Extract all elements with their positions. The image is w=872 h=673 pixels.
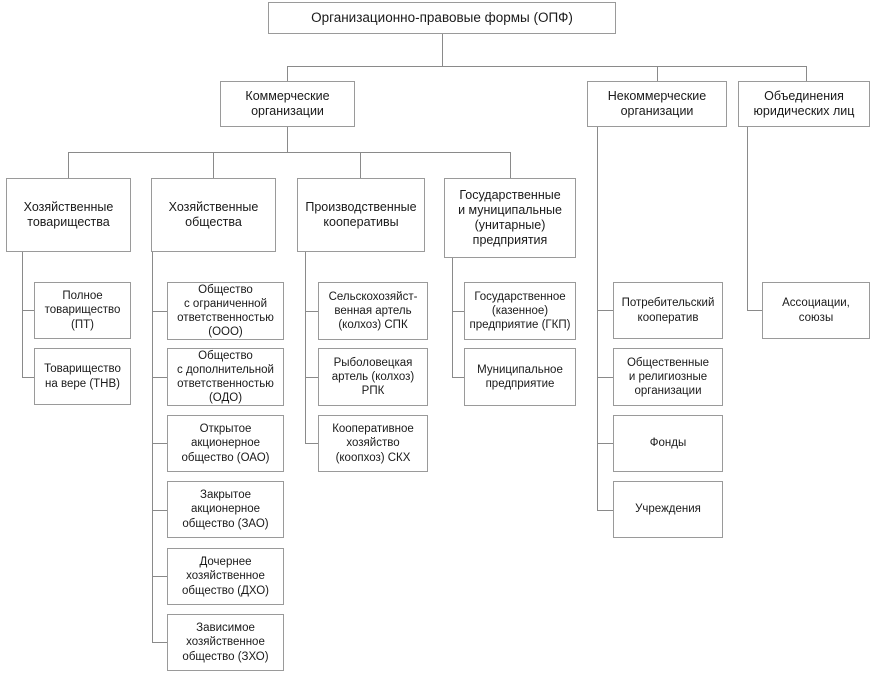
node-production-cooperatives-label: Производственные кооперативы: [305, 199, 417, 229]
node-business-partnerships[interactable]: Хозяйственные товарищества: [6, 178, 131, 252]
node-unitary-enterprises[interactable]: Государственные и муниципальные (унитарн…: [444, 178, 576, 258]
node-associations-unions[interactable]: Ассоциации, союзы: [762, 282, 870, 339]
node-zao-label: Закрытое акционерное общество (ЗАО): [182, 489, 269, 530]
connector-stub-companies-3: [152, 443, 167, 444]
node-dho-label: Дочернее хозяйственное общество (ДХО): [182, 556, 269, 597]
node-odo-label: Общество с дополнительной ответственност…: [177, 349, 274, 405]
connector-stub-companies-4: [152, 510, 167, 511]
node-institutions-label: Учреждения: [635, 503, 701, 516]
node-municipal-enterprise-label: Муниципальное предприятие: [477, 363, 563, 390]
node-ooo-label: Общество с ограниченной ответственностью…: [177, 283, 274, 339]
connector-spine-partnerships: [22, 252, 23, 378]
connector-spine-companies: [152, 252, 153, 642]
connector-stub-cooperatives-3: [305, 443, 318, 444]
connector-level2-bar: [287, 66, 807, 67]
connector-stub-companies-5: [152, 576, 167, 577]
connector-drop-partnerships: [68, 152, 69, 178]
connector-spine-noncommercial: [597, 127, 598, 511]
node-consumer-cooperative[interactable]: Потребительский кооператив: [613, 282, 723, 339]
node-noncommercial-organizations-label: Некоммерческие организации: [607, 88, 707, 118]
node-agricultural-artel-label: Сельскохозяйст- венная артель (колхоз) С…: [328, 290, 418, 331]
connector-stub-noncommercial-3: [597, 443, 613, 444]
connector-stub-unitary-2: [452, 377, 464, 378]
node-foundations-label: Фонды: [649, 437, 687, 450]
connector-stub-unitary-1: [452, 311, 464, 312]
connector-drop-noncommercial: [657, 66, 658, 81]
node-public-religious-organizations-label: Общественные и религиозные организации: [626, 356, 710, 397]
connector-stub-cooperatives-2: [305, 377, 318, 378]
node-legal-entity-unions-label: Объединения юридических лиц: [753, 88, 855, 118]
node-state-enterprise-label: Государственное (казенное) предприятие (…: [469, 290, 571, 331]
node-zao[interactable]: Закрытое акционерное общество (ЗАО): [167, 481, 284, 538]
node-associations-unions-label: Ассоциации, союзы: [782, 297, 850, 324]
node-root-opf-label: Организационно-правовые формы (ОПФ): [311, 9, 573, 25]
node-commercial-organizations[interactable]: Коммерческие организации: [220, 81, 355, 127]
node-agricultural-artel[interactable]: Сельскохозяйст- венная артель (колхоз) С…: [318, 282, 428, 340]
node-noncommercial-organizations[interactable]: Некоммерческие организации: [587, 81, 727, 127]
connector-spine-unions: [747, 127, 748, 311]
node-zho-label: Зависимое хозяйственное общество (ЗХО): [182, 622, 269, 663]
node-odo[interactable]: Общество с дополнительной ответственност…: [167, 348, 284, 406]
connector-stub-companies-6: [152, 642, 167, 643]
connector-drop-unitary: [510, 152, 511, 178]
connector-drop-companies: [213, 152, 214, 178]
node-ooo[interactable]: Общество с ограниченной ответственностью…: [167, 282, 284, 340]
node-consumer-cooperative-label: Потребительский кооператив: [621, 297, 715, 324]
node-dho[interactable]: Дочернее хозяйственное общество (ДХО): [167, 548, 284, 605]
connector-stub-noncommercial-1: [597, 310, 613, 311]
node-full-partnership[interactable]: Полное товарищество (ПТ): [34, 282, 131, 339]
node-root-opf[interactable]: Организационно-правовые формы (ОПФ): [268, 2, 616, 34]
node-foundations[interactable]: Фонды: [613, 415, 723, 472]
connector-stub-cooperatives-1: [305, 311, 318, 312]
node-legal-entity-unions[interactable]: Объединения юридических лиц: [738, 81, 870, 127]
node-business-companies-label: Хозяйственные общества: [168, 199, 259, 229]
connector-level3-bar: [68, 152, 510, 153]
node-limited-partnership[interactable]: Товарищество на вере (ТНВ): [34, 348, 131, 405]
connector-stub-companies-2: [152, 377, 167, 378]
node-coop-farm-label: Кооперативное хозяйство (коопхоз) СКХ: [332, 423, 414, 464]
connector-drop-cooperatives: [360, 152, 361, 178]
connector-commercial-stem: [287, 127, 288, 152]
node-municipal-enterprise[interactable]: Муниципальное предприятие: [464, 348, 576, 406]
node-full-partnership-label: Полное товарищество (ПТ): [44, 290, 121, 331]
node-zho[interactable]: Зависимое хозяйственное общество (ЗХО): [167, 614, 284, 671]
node-state-enterprise[interactable]: Государственное (казенное) предприятие (…: [464, 282, 576, 340]
connector-stub-noncommercial-2: [597, 377, 613, 378]
node-fishing-artel-label: Рыболовецкая артель (колхоз) РПК: [331, 356, 415, 397]
connector-stub-partnerships-1: [22, 310, 34, 311]
connector-stub-noncommercial-4: [597, 510, 613, 511]
connector-drop-unions: [806, 66, 807, 81]
node-limited-partnership-label: Товарищество на вере (ТНВ): [44, 363, 121, 390]
node-oao[interactable]: Открытое акционерное общество (ОАО): [167, 415, 284, 472]
connector-spine-cooperatives: [305, 252, 306, 444]
node-business-partnerships-label: Хозяйственные товарищества: [23, 199, 114, 229]
node-public-religious-organizations[interactable]: Общественные и религиозные организации: [613, 348, 723, 406]
node-business-companies[interactable]: Хозяйственные общества: [151, 178, 276, 252]
node-coop-farm[interactable]: Кооперативное хозяйство (коопхоз) СКХ: [318, 415, 428, 472]
connector-stub-unions-1: [747, 310, 762, 311]
node-oao-label: Открытое акционерное общество (ОАО): [181, 423, 270, 464]
node-commercial-organizations-label: Коммерческие организации: [245, 88, 330, 118]
connector-drop-commercial: [287, 66, 288, 81]
node-fishing-artel[interactable]: Рыболовецкая артель (колхоз) РПК: [318, 348, 428, 406]
connector-root-stem: [442, 33, 443, 66]
node-production-cooperatives[interactable]: Производственные кооперативы: [297, 178, 425, 252]
connector-stub-companies-1: [152, 311, 167, 312]
node-unitary-enterprises-label: Государственные и муниципальные (унитарн…: [458, 187, 562, 248]
node-institutions[interactable]: Учреждения: [613, 481, 723, 538]
connector-stub-partnerships-2: [22, 377, 34, 378]
connector-spine-unitary: [452, 258, 453, 377]
